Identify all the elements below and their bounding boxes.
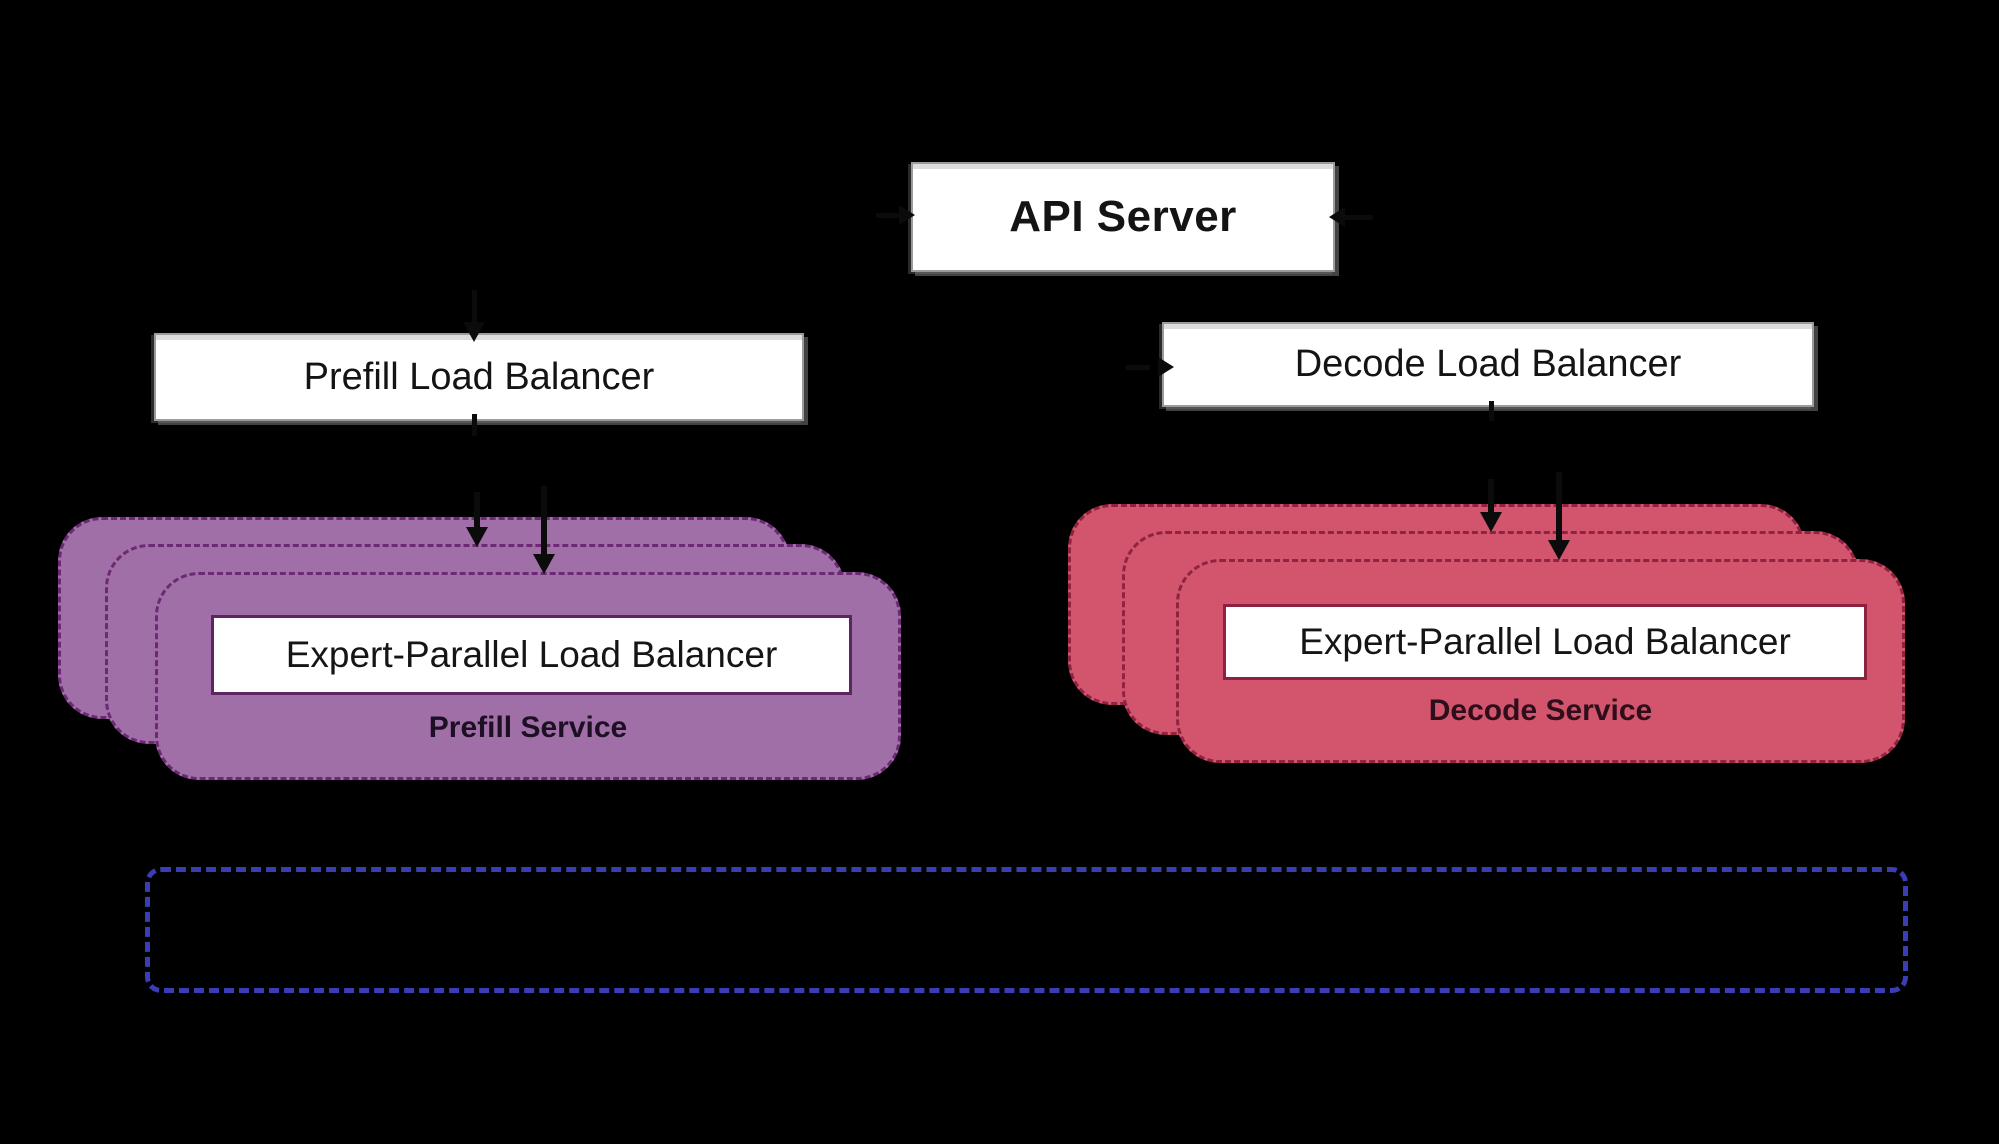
arrowhead-decode-replica-2 (1548, 540, 1570, 560)
arrowhead-into-api-server-right (1329, 207, 1345, 227)
decode-load-balancer-node: Decode Load Balancer (1162, 322, 1814, 407)
arrow-line-prefill-replica-1 (474, 492, 480, 528)
arrow-line-prefill-replica-2 (541, 486, 547, 554)
arrow-stub-into-api-right (1343, 215, 1373, 220)
arrow-line-decode-replica-2 (1556, 472, 1562, 542)
arrowhead-decode-replica-1 (1480, 512, 1502, 532)
prefill-load-balancer-node: Prefill Load Balancer (154, 333, 804, 421)
arrowhead-api-to-decode-lb (1158, 357, 1174, 377)
arrow-stub-decode-lb-to-services (1489, 401, 1494, 421)
arrow-stub-into-api-left (876, 213, 902, 218)
api-server-node: API Server (911, 162, 1335, 272)
prefill-load-balancer-label: Prefill Load Balancer (303, 355, 655, 398)
decode-service-caption: Decode Service (1428, 694, 1653, 727)
decode-replica-layer-front: Expert-Parallel Load Balancer Decode Ser… (1176, 559, 1905, 763)
expert-parallel-lb-label-decode: Expert-Parallel Load Balancer (1299, 621, 1791, 662)
arrow-line-api-to-decode-lb (1126, 365, 1150, 370)
prefill-replica-layer-front: Expert-Parallel Load Balancer Prefill Se… (155, 572, 901, 780)
arrowhead-into-api-server-left (899, 205, 915, 225)
arrow-line-api-to-prefill-lb (472, 290, 477, 324)
arrowhead-prefill-replica-1 (466, 527, 488, 547)
expert-parallel-lb-node-decode: Expert-Parallel Load Balancer (1223, 604, 1867, 680)
api-server-label: API Server (1009, 192, 1237, 241)
prefill-service-caption: Prefill Service (428, 711, 628, 744)
cluster-boundary (145, 867, 1908, 993)
arrowhead-prefill-replica-2 (533, 554, 555, 574)
expert-parallel-lb-label-prefill: Expert-Parallel Load Balancer (285, 634, 778, 675)
arrow-stub-prefill-lb-to-services (472, 414, 477, 436)
expert-parallel-lb-node-prefill: Expert-Parallel Load Balancer (211, 615, 852, 695)
arrowhead-api-to-prefill-lb (463, 322, 485, 342)
decode-load-balancer-label: Decode Load Balancer (1294, 343, 1682, 385)
arrow-line-decode-replica-1 (1488, 479, 1494, 514)
